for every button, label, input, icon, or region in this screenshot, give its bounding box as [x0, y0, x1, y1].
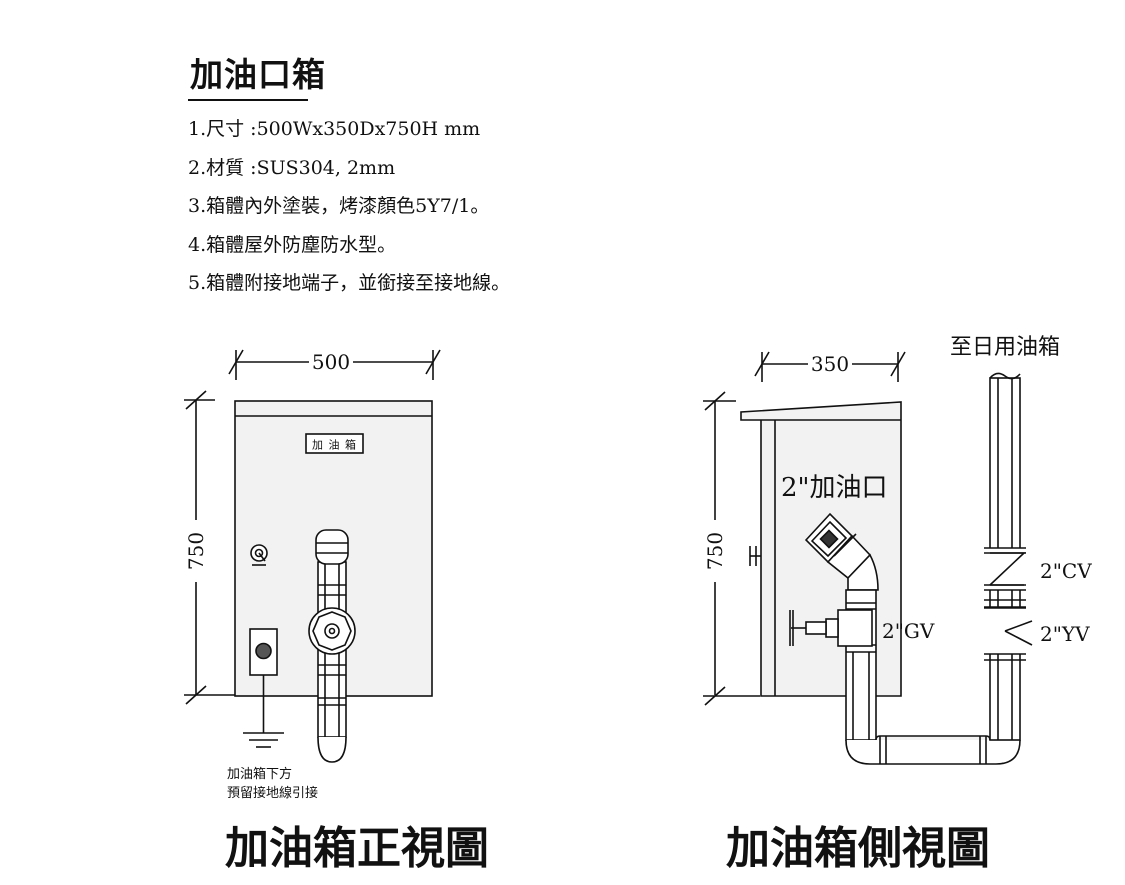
lock-icon — [250, 544, 268, 566]
spec-item-grounding: 5.箱體附接地端子，並銜接至接地線。 — [188, 272, 511, 294]
spec-item-size: 1.尺寸 :500Wx350Dx750H mm — [188, 118, 481, 140]
front-view: 500 750 加 油 箱 — [184, 349, 441, 801]
ground-symbol-icon — [243, 732, 284, 748]
front-width-label: 500 — [312, 350, 350, 374]
ground-note-line1: 加油箱下方 — [227, 766, 292, 782]
ground-note-line2: 預留接地線引接 — [227, 785, 318, 801]
front-height-dimension: 750 — [184, 390, 235, 705]
side-view: 350 750 2"加油口 — [703, 335, 1092, 765]
front-fill-pipe — [317, 561, 347, 763]
side-height-label: 750 — [703, 532, 727, 570]
side-inlet-coupling — [804, 512, 872, 580]
side-elbow — [847, 553, 879, 591]
front-gate-valve-icon — [308, 607, 356, 655]
front-width-dimension: 500 — [228, 349, 441, 380]
side-depth-dimension: 350 — [754, 351, 906, 382]
side-height-dimension: 750 — [703, 391, 760, 706]
page-title: 加油口箱 — [190, 55, 326, 94]
gv-label: 2"GV — [882, 619, 935, 643]
ground-terminal-bolt-icon — [255, 642, 272, 660]
y-strainer-icon — [984, 607, 1033, 661]
to-day-tank-label: 至日用油箱 — [950, 335, 1060, 360]
cv-label: 2"CV — [1040, 559, 1092, 583]
side-depth-label: 350 — [811, 352, 849, 376]
nameplate-label: 加 油 箱 — [312, 438, 357, 452]
check-valve-icon — [984, 547, 1027, 608]
title-underline — [188, 99, 308, 101]
front-inlet-cap — [315, 529, 349, 565]
inlet-label: 2"加油口 — [781, 473, 888, 503]
spec-item-weatherproof: 4.箱體屋外防塵防水型。 — [188, 233, 397, 256]
nameplate — [305, 433, 364, 454]
spec-item-material: 2.材質 :SUS304, 2mm — [188, 156, 396, 179]
yv-label: 2"YV — [1040, 622, 1090, 646]
side-latch-icon — [749, 546, 761, 566]
spec-list: 1.尺寸 :500Wx350Dx750H mm 2.材質 :SUS304, 2m… — [188, 114, 510, 307]
spec-item-coating: 3.箱體內外塗裝，烤漆顏色5Y7/1。 — [188, 195, 490, 217]
side-view-caption: 加油箱側視圖 — [726, 823, 990, 874]
front-height-label: 750 — [184, 532, 208, 570]
front-view-caption: 加油箱正視圖 — [225, 823, 489, 874]
side-gate-valve-icon — [789, 609, 873, 647]
